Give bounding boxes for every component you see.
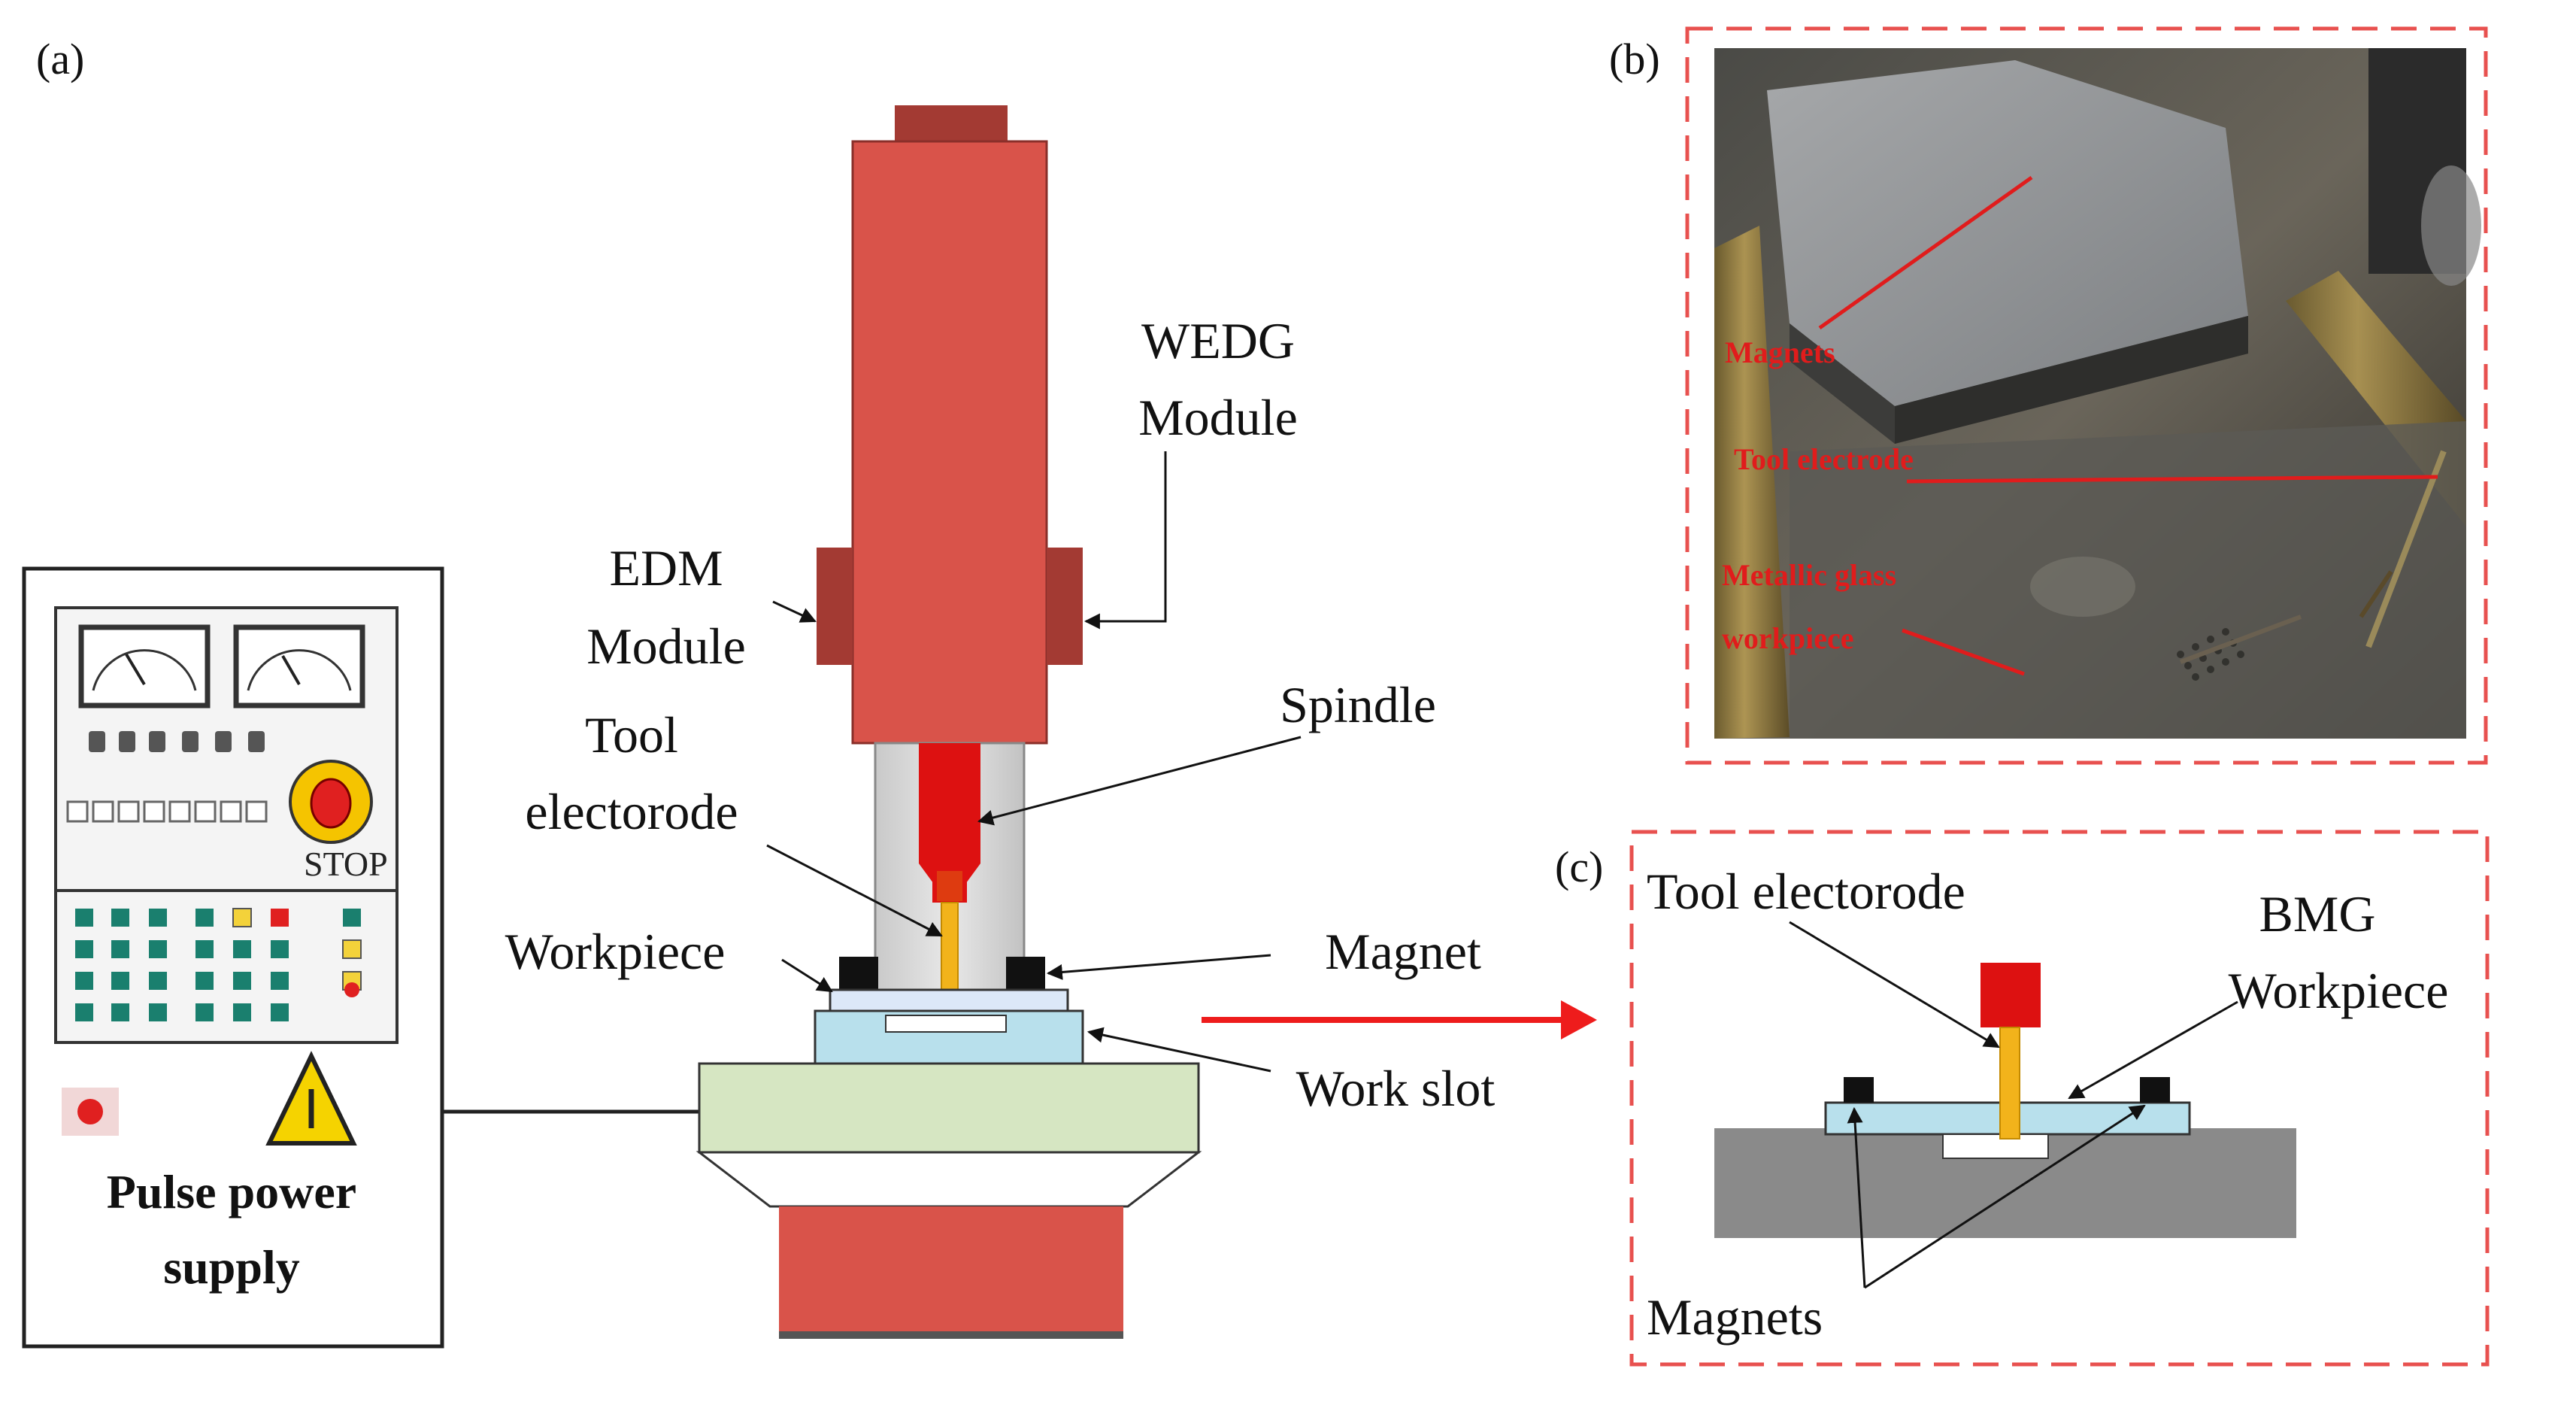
power-indicator-icon [77,1099,103,1124]
edm-machine [696,105,1202,1339]
schematic-label-tool-electrode: Tool electorode [1647,863,1965,920]
meter-right-icon [233,624,365,709]
setup-photo [1714,48,2481,739]
spindle-body [919,743,980,863]
label-work-slot: Work slot [1296,1060,1496,1117]
edm-module-left [817,548,853,665]
schematic-magnet-right [2140,1077,2170,1103]
machine-base [779,1206,1123,1331]
photo-annotation-lines [1818,175,2438,676]
power-supply-title-line2: supply [163,1240,299,1294]
schematic-label-bmg-line1: BMG [2259,885,2376,942]
photo-label-magnets: Magnets [1725,335,1835,369]
machine-leader-lines [766,451,1302,1073]
panel-c-frame [1629,830,2490,1367]
label-edm-line2: Module [586,618,746,675]
workpiece-schematic [1714,963,2296,1238]
schematic-magnet-left [1844,1077,1874,1103]
label-wedg-line1: WEDG [1141,312,1295,369]
photo-label-tool-electrode: Tool electrode [1734,442,1914,476]
photo-label-workpiece-line1: Metallic glass [1722,558,1896,592]
pulse-power-supply: STOP Pulse power supply [22,566,444,1349]
zoom-arrow [1202,1000,1597,1039]
label-tool-line1: Tool [585,706,678,763]
wedg-module-body [851,140,1048,745]
switch-row-icon [66,800,268,823]
workpiece-plate [829,988,1069,1012]
panel-b-frame [1685,26,2488,765]
machine-base-taper [696,1151,1202,1208]
knob-row-icon [89,731,265,752]
label-wedg-line2: Module [1138,389,1298,446]
edm-module-right [1047,548,1083,665]
photo-label-workpiece-line2: workpiece [1722,621,1854,655]
schematic-leader-lines [1789,921,2238,1289]
panel-label-a: (a) [36,35,84,83]
schematic-label-bmg-line2: Workpiece [2229,962,2449,1019]
panel-label-c: (c) [1555,842,1603,891]
label-edm-line1: EDM [609,539,723,596]
panel-label-b: (b) [1609,35,1660,83]
stop-label: STOP [304,845,388,883]
label-workpiece: Workpiece [505,923,726,980]
magnet-right [1006,957,1045,990]
label-magnet: Magnet [1325,923,1481,980]
label-tool-line2: electorode [525,783,738,840]
power-supply-title-line1: Pulse power [107,1165,356,1218]
machine-table [698,1062,1200,1154]
button-grid-icon [75,909,361,1021]
module-cap [895,105,1008,141]
schematic-tool-electrode [1999,1027,2020,1140]
label-spindle: Spindle [1280,676,1436,733]
meter-left-icon [78,624,211,709]
magnet-left [839,957,878,990]
schematic-electrode-holder [1980,963,2041,1027]
schematic-label-magnets: Magnets [1647,1288,1823,1346]
